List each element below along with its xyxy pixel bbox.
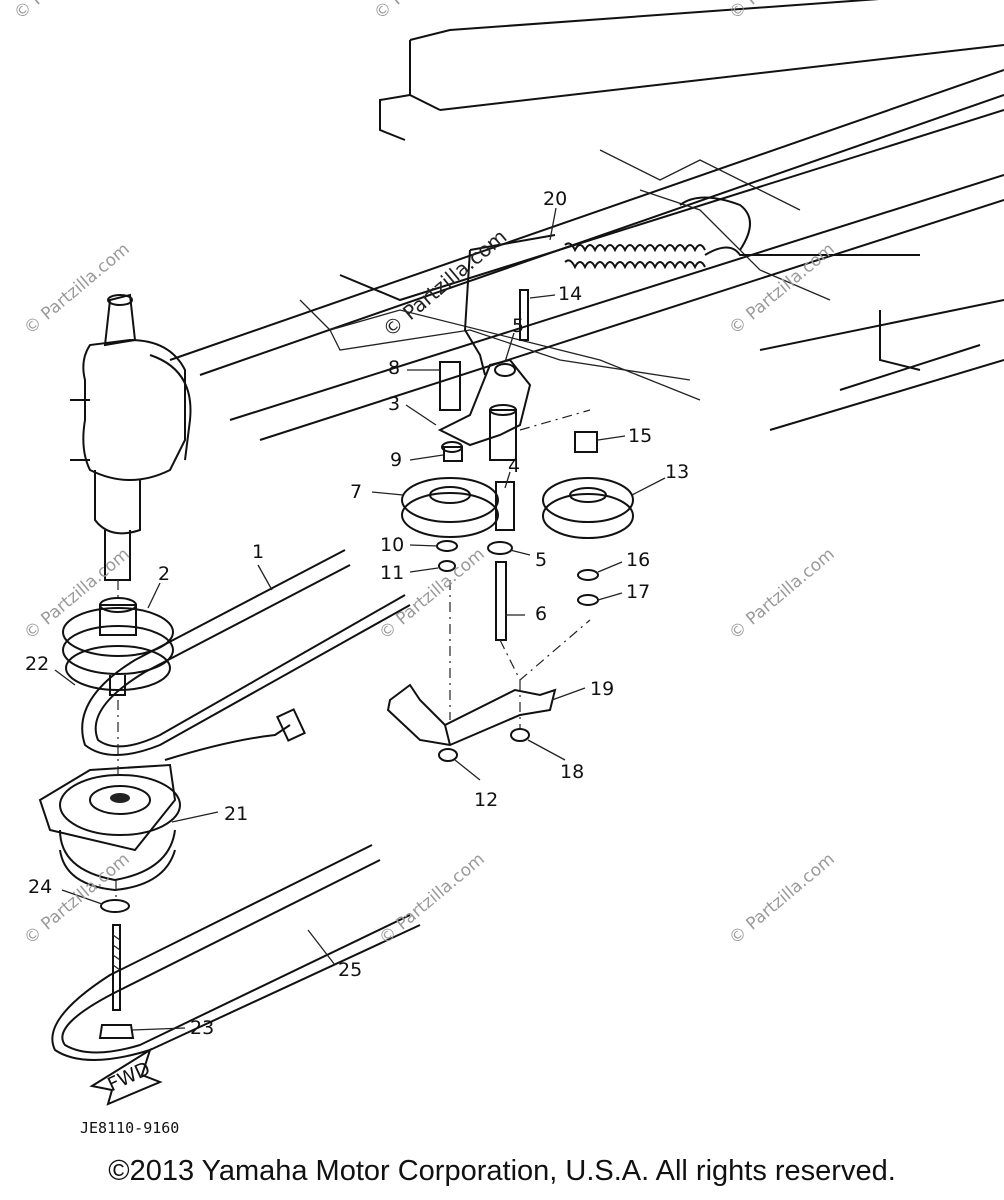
callout-5-top: 5 bbox=[512, 315, 524, 337]
idler-assembly bbox=[401, 234, 634, 720]
watermarks: © Partzilla.com © Partzilla.com © Partzi… bbox=[10, 0, 838, 949]
callout-6: 6 bbox=[535, 603, 547, 625]
callout-7: 7 bbox=[350, 481, 362, 503]
callout-1: 1 bbox=[252, 541, 264, 563]
watermark: © Partzilla.com bbox=[378, 224, 512, 342]
tension-spring bbox=[564, 196, 920, 270]
callout-16: 16 bbox=[626, 549, 650, 571]
watermark: © Partzilla.com bbox=[20, 544, 133, 644]
callout-3: 3 bbox=[388, 393, 400, 415]
watermark: © Partzilla.com bbox=[20, 239, 133, 339]
watermark: © Partzilla.com bbox=[725, 544, 838, 644]
washer-and-bolt bbox=[98, 880, 135, 1039]
watermark: © Partzilla.com bbox=[375, 849, 488, 949]
callout-24: 24 bbox=[28, 876, 52, 898]
electric-clutch bbox=[38, 700, 306, 892]
belts bbox=[51, 549, 421, 1061]
callout-22: 22 bbox=[25, 653, 49, 675]
callout-5-bottom: 5 bbox=[535, 549, 547, 571]
forward-direction-arrow: FWD bbox=[89, 1047, 163, 1106]
callout-9: 9 bbox=[390, 449, 402, 471]
callout-19: 19 bbox=[590, 678, 614, 700]
callout-4: 4 bbox=[508, 455, 520, 477]
copyright-notice: ©2013 Yamaha Motor Corporation, U.S.A. A… bbox=[108, 1155, 896, 1187]
watermark: © Partzilla.com bbox=[375, 544, 488, 644]
bracket bbox=[386, 680, 557, 762]
callout-15: 15 bbox=[628, 425, 652, 447]
watermark: © Partzilla.com bbox=[725, 849, 838, 949]
watermark: © Partzilla.com bbox=[10, 0, 123, 24]
callout-labels: 1 2 3 4 5 5 6 7 8 9 10 11 12 13 14 15 16… bbox=[25, 188, 689, 1039]
engine-crankshaft bbox=[70, 293, 192, 600]
callout-8: 8 bbox=[388, 357, 400, 379]
callout-2: 2 bbox=[158, 563, 170, 585]
callout-23: 23 bbox=[190, 1017, 214, 1039]
drive-pulley bbox=[62, 597, 174, 696]
callout-10: 10 bbox=[380, 534, 404, 556]
callout-11: 11 bbox=[380, 562, 404, 584]
callout-12: 12 bbox=[474, 789, 498, 811]
callout-14: 14 bbox=[558, 283, 582, 305]
reference-code: JE8110-9160 bbox=[80, 1119, 179, 1137]
callout-21: 21 bbox=[224, 803, 248, 825]
watermark: © Partzilla.com bbox=[370, 0, 483, 24]
leader-lines bbox=[54, 207, 666, 1031]
callout-20: 20 bbox=[543, 188, 567, 210]
callout-18: 18 bbox=[560, 761, 584, 783]
callout-13: 13 bbox=[665, 461, 689, 483]
callout-25: 25 bbox=[338, 959, 362, 981]
frame-rails bbox=[169, 0, 1004, 441]
callout-17: 17 bbox=[626, 581, 650, 603]
